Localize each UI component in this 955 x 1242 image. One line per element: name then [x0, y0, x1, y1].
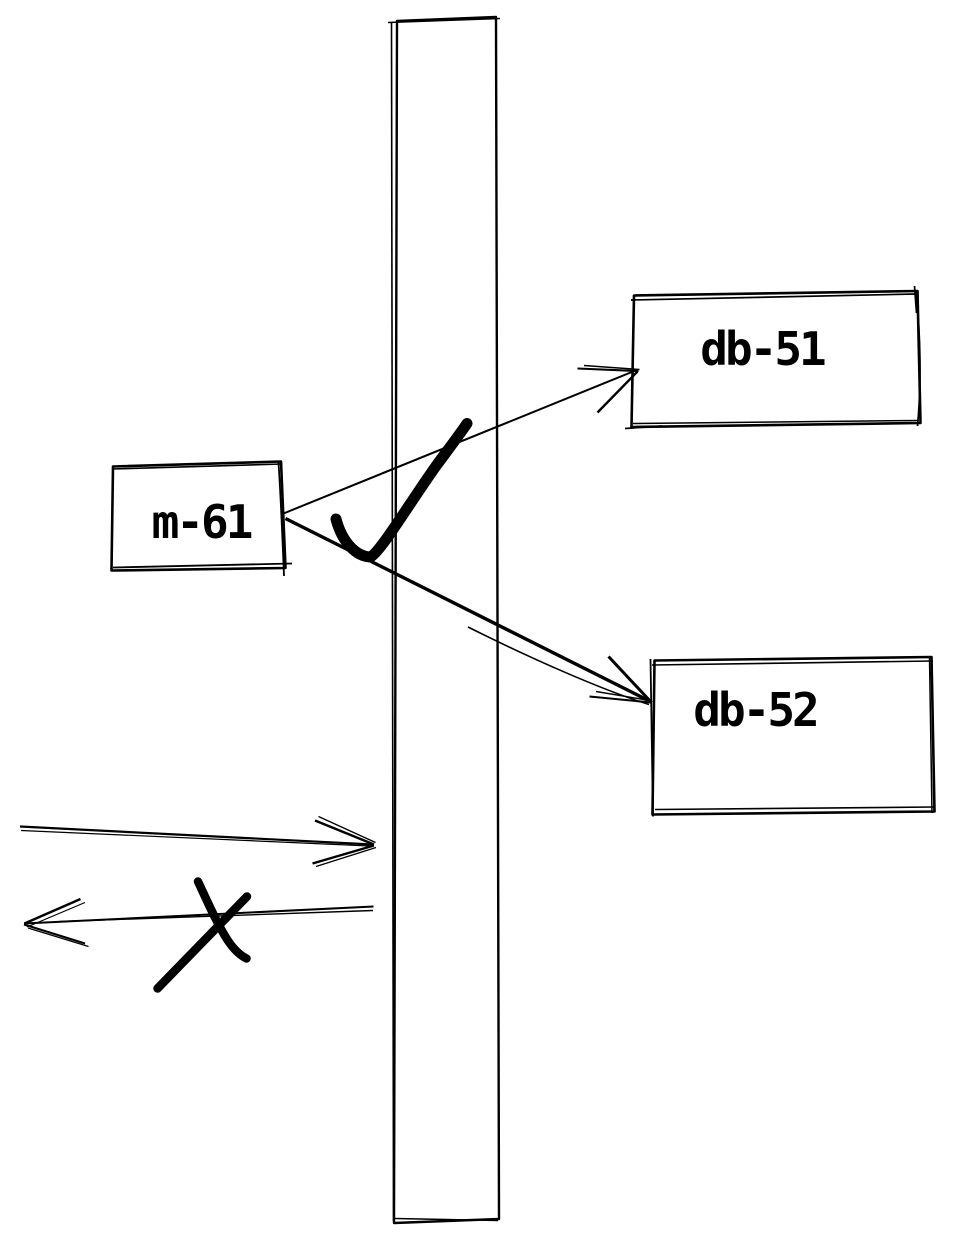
- node-db-51-label: db-51: [700, 322, 826, 376]
- edge-m61-to-db52: [284, 516, 653, 706]
- edge-m61-db52-arrowhead-upper: [607, 655, 653, 704]
- barrier-sketch-bottom: [394, 1217, 499, 1222]
- edge-m61-db51-arrowhead-lower: [596, 370, 639, 414]
- node-db-52-outline: [651, 655, 936, 816]
- rightward-arrow-shaft-echo: [20, 829, 371, 847]
- leftward-arrow-head-upper: [24, 897, 81, 925]
- node-m-61-sketch-bottom: [112, 562, 293, 569]
- rightward-arrow-head-upper: [314, 819, 375, 846]
- edge-m61-db52-shaft-echo: [467, 626, 650, 706]
- barrier-wall: [387, 15, 501, 1225]
- node-db-51-sketch-bottom-left: [624, 425, 663, 430]
- barrier-sketch-top: [387, 17, 501, 24]
- x-mark-icon: [153, 877, 252, 993]
- leftward-arrow: [23, 897, 374, 948]
- rightward-arrow-head-upper-echo: [318, 815, 376, 844]
- node-db-52-sketch-left: [649, 658, 654, 817]
- node-db-51-sketch-right: [915, 291, 921, 427]
- node-m-61-box: [110, 460, 293, 577]
- edge-m61-db51-arrowhead-upper-echo: [583, 364, 640, 371]
- node-db-51-box: [624, 285, 922, 430]
- leftward-arrow-head-upper-echo: [26, 901, 86, 928]
- node-db-52-sketch-top: [651, 660, 934, 666]
- x-mark-stroke-1: [193, 877, 251, 963]
- node-db-51-sketch-top: [630, 293, 916, 301]
- node-db-51-outline: [630, 289, 922, 429]
- barrier-sketch-left: [390, 22, 395, 1222]
- edge-m61-db52-arrowhead-lower: [589, 695, 652, 704]
- rightward-arrow-head-lower: [312, 844, 375, 865]
- edge-m61-db52-arrowhead-lower-echo: [595, 690, 651, 702]
- edge-m61-db52-shaft: [284, 516, 652, 704]
- node-m-61-label: m-61: [151, 495, 254, 549]
- barrier-outline: [392, 15, 501, 1225]
- leftward-arrow-head-lower: [23, 923, 86, 945]
- node-m-61-outline: [110, 460, 287, 572]
- node-db-52-label: db-52: [693, 683, 819, 737]
- edge-m61-db51-arrowhead-upper: [577, 367, 639, 373]
- x-mark-stroke-2: [153, 892, 252, 993]
- checkmark-icon: [330, 418, 473, 563]
- leftward-arrow-head-lower-echo: [27, 927, 89, 948]
- rightward-arrow-head-lower-echo: [315, 846, 377, 868]
- node-db-51-sketch-bottom: [632, 419, 919, 425]
- node-m-61-sketch-top: [111, 463, 283, 470]
- rightward-arrow-shaft: [19, 825, 373, 846]
- rightward-arrow: [19, 815, 377, 868]
- node-db-52-sketch-bottom: [654, 806, 934, 811]
- node-db-52-box: [649, 655, 936, 817]
- checkmark-stroke: [330, 418, 473, 563]
- node-db-52-sketch-right: [928, 657, 933, 814]
- node-db-51-sketch-corner: [913, 285, 918, 314]
